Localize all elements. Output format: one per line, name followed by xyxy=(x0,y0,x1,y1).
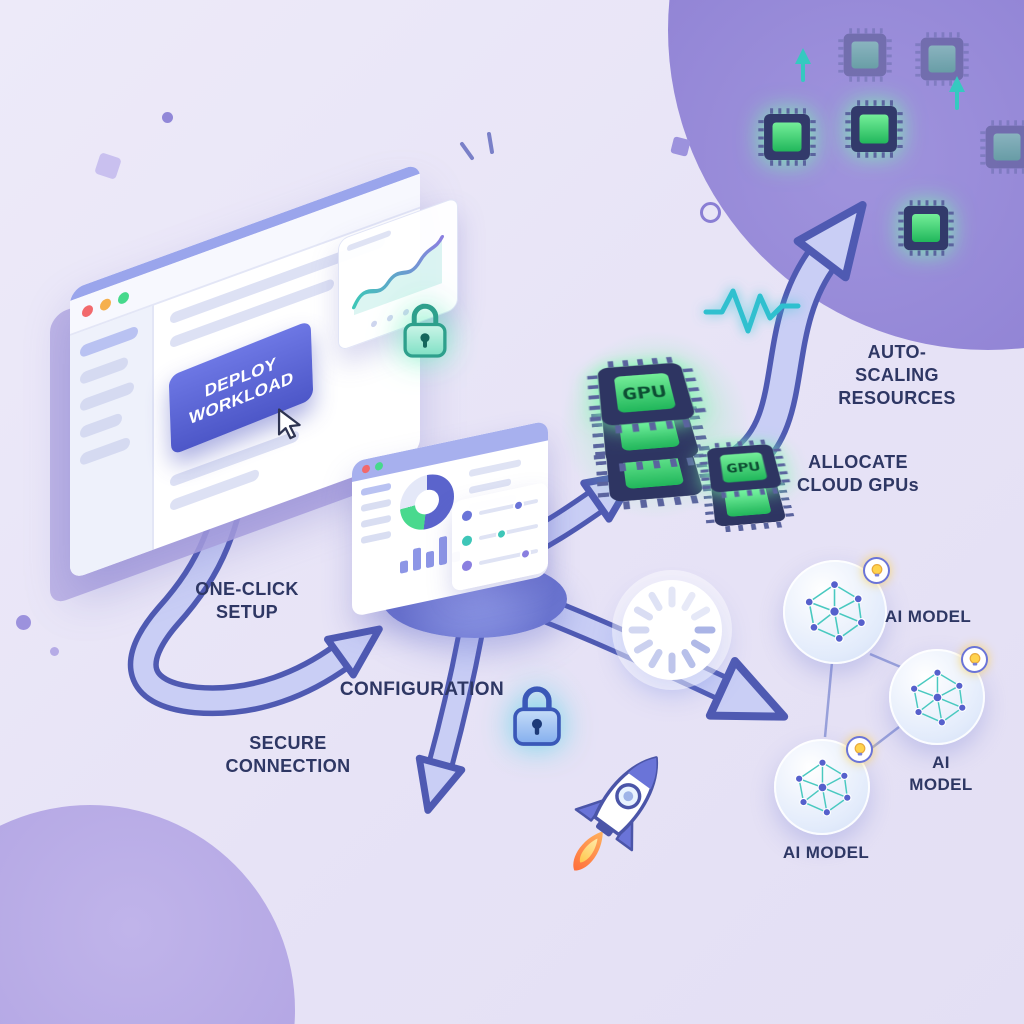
label-one-click-setup: ONE-CLICK SETUP xyxy=(195,579,299,623)
slider-row xyxy=(462,546,538,572)
label-ai-model-1: AI MODEL xyxy=(884,607,972,626)
secure-connection-lock-icon xyxy=(513,686,561,746)
slider-track xyxy=(479,498,538,516)
network-graph-icon xyxy=(794,757,851,816)
window-sidebar xyxy=(70,305,154,580)
gpu-chip-icon xyxy=(596,412,708,524)
network-graph-icon xyxy=(805,580,867,644)
network-graph-icon xyxy=(909,667,966,726)
label-ai-model-2: AI MODEL xyxy=(909,753,973,794)
sidebar-item xyxy=(361,530,391,545)
window-dot-green xyxy=(375,461,383,472)
decor-dot xyxy=(16,615,31,630)
label-allocate-cloud-gpus: ALLOCATE CLOUD GPUs xyxy=(796,452,920,496)
chip-icon-ghost xyxy=(915,32,969,86)
window-dot-yellow xyxy=(100,297,111,313)
sidebar-item xyxy=(80,436,130,467)
gpu-stack: GPU xyxy=(588,336,718,526)
slider-dot xyxy=(462,534,472,547)
svg-text:GPU: GPU xyxy=(621,382,668,404)
sidebar-item xyxy=(80,325,138,359)
list-line xyxy=(469,459,521,478)
decor-dot xyxy=(50,647,59,656)
decor-dot xyxy=(162,112,173,123)
slider-track xyxy=(479,523,538,541)
dashboard-main xyxy=(400,468,460,574)
gpu-chip-icon-top: GPU xyxy=(588,336,700,448)
ai-model-node-1 xyxy=(783,557,890,664)
bar-chart-icon xyxy=(400,531,460,574)
sidebar-item xyxy=(80,412,122,440)
label-configuration: CONFIGURATION xyxy=(339,679,505,700)
slider-dot xyxy=(462,509,472,522)
lightbulb-icon xyxy=(961,646,988,673)
mini-chart-panel xyxy=(338,196,458,352)
label-auto-scaling-resources: AUTO-SCALING RESOURCES xyxy=(838,342,956,409)
svg-text:GPU: GPU xyxy=(725,459,761,476)
decor-ring xyxy=(700,202,721,223)
slider-knob xyxy=(495,526,507,541)
window-dot-green xyxy=(118,290,129,306)
sidebar-item xyxy=(361,482,391,497)
chip-icon xyxy=(845,100,903,158)
slider-row xyxy=(462,521,538,547)
slider-track xyxy=(479,546,538,566)
ai-model-node-2 xyxy=(889,646,988,745)
sidebar-item xyxy=(361,514,391,529)
ai-model-node-3 xyxy=(774,736,873,835)
gpu-stack-secondary: GPU xyxy=(700,424,800,554)
line-chart-icon xyxy=(352,235,444,316)
chip-icon xyxy=(758,108,816,166)
cursor-icon xyxy=(277,408,301,440)
label-ai-model-3: AI MODEL xyxy=(782,843,870,862)
loading-spinner-icon xyxy=(622,580,722,680)
sidebar-item xyxy=(80,355,128,386)
gpu-chip-icon-top: GPU xyxy=(700,424,786,510)
chip-icon-ghost xyxy=(980,120,1024,174)
donut-chart-icon xyxy=(400,469,454,535)
slider-row xyxy=(462,496,538,522)
sidebar-item xyxy=(361,498,391,513)
chip-icon xyxy=(898,200,954,256)
secure-lock-icon xyxy=(403,303,447,358)
label-secure-connection: SECURE CONNECTION xyxy=(225,733,351,777)
sidebar-item xyxy=(80,380,134,413)
gpu-chip-icon xyxy=(704,458,790,544)
lightbulb-icon xyxy=(846,736,873,763)
window-dot-red xyxy=(82,303,93,319)
slider-knob xyxy=(520,546,532,560)
dashboard-sidebar xyxy=(361,482,391,582)
slider-dot xyxy=(462,559,472,572)
rocket-icon xyxy=(543,730,695,888)
lightbulb-icon xyxy=(863,557,890,584)
chip-icon-ghost xyxy=(838,28,892,82)
slider-knob xyxy=(513,498,525,512)
window-dot-red xyxy=(362,464,370,474)
